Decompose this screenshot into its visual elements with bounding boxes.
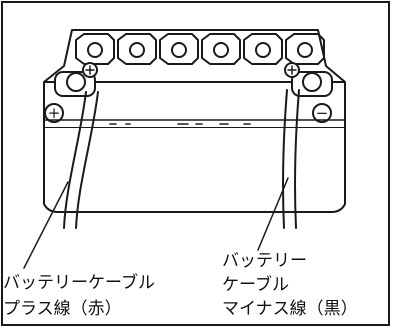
plus-cable [63, 91, 87, 229]
minus-cable-label-line1: バッテリー [222, 251, 307, 271]
plus-mark-circle [44, 103, 64, 123]
minus-terminal [284, 62, 333, 123]
minus-leader-line [257, 177, 289, 251]
vent-caps [75, 33, 325, 65]
minus-cable-label-line3: マイナス線（黒） [222, 299, 358, 319]
plus-cable-label-line1: バッテリーケーブル [3, 273, 155, 293]
minus-cable-label-line2: ケーブル [222, 275, 289, 295]
plus-cable-label-line2: プラス線（赤） [3, 299, 122, 319]
battery-body [43, 127, 346, 213]
plus-terminal [44, 62, 98, 123]
minus-symbol: − [316, 104, 329, 122]
plus-symbol: + [48, 104, 61, 122]
plus-leader-line [23, 181, 69, 269]
minus-mark-circle [312, 103, 332, 123]
minus-cable [282, 89, 288, 229]
